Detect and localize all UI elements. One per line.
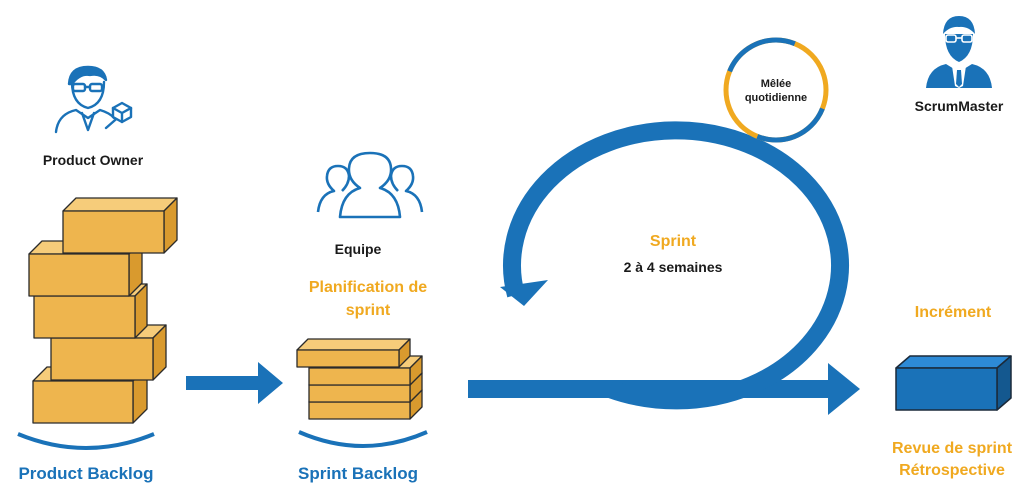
- daily-scrum-circle: [723, 37, 829, 143]
- sprint-backlog-stack: [296, 338, 423, 420]
- sprint-backlog-box: [296, 338, 411, 368]
- sprint-review-label: Revue de sprint: [892, 440, 1013, 457]
- sprint-backlog-label: Sprint Backlog: [298, 464, 418, 483]
- scrum-master-label: ScrumMaster: [915, 98, 1004, 114]
- sprint-backlog-brace: [298, 430, 428, 448]
- arrow-to-increment: [828, 363, 860, 415]
- product-backlog-stack: [28, 197, 178, 424]
- increment-box: [895, 355, 1012, 411]
- product-owner-icon: [54, 65, 133, 134]
- scrum-master-icon: [926, 16, 992, 88]
- sprint-label: Sprint: [650, 233, 697, 250]
- increment-label: Incrément: [915, 304, 992, 321]
- sprint-planning-label-line2: sprint: [346, 302, 391, 319]
- team-icon: [316, 151, 424, 219]
- daily-scrum-label-line1: Mêlée: [761, 78, 792, 90]
- sprint-loop-arrow: [503, 121, 849, 410]
- arrow-to-sprint-backlog: [186, 362, 283, 404]
- team-label: Equipe: [335, 241, 382, 257]
- product-backlog-label: Product Backlog: [18, 464, 153, 483]
- sprint-planning-label-line1: Planification de: [309, 279, 427, 296]
- backlog-box: [62, 197, 178, 254]
- sprint-loop-arrowhead: [500, 280, 548, 306]
- sprint-duration-label: 2 à 4 semaines: [624, 259, 723, 275]
- product-owner-label: Product Owner: [43, 152, 144, 168]
- product-backlog-brace: [17, 432, 155, 450]
- daily-scrum-label-line2: quotidienne: [745, 92, 807, 104]
- retrospective-label: Rétrospective: [899, 462, 1005, 479]
